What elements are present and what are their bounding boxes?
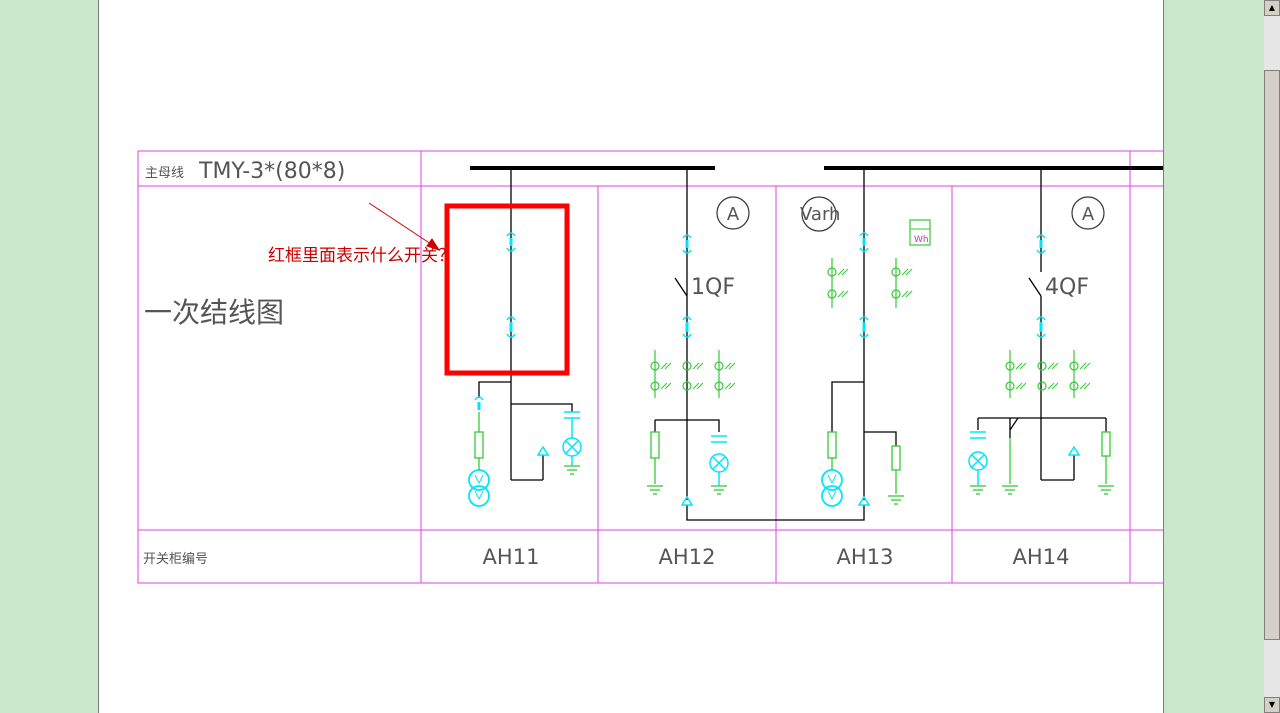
breaker-label-1qf: 1QF bbox=[691, 275, 735, 300]
busbar-spec: TMY-3*(80*8) bbox=[198, 159, 345, 184]
ammeter-icon: A bbox=[1071, 196, 1105, 230]
capacitor-lamp-icons bbox=[562, 411, 988, 486]
svg-text:Wh: Wh bbox=[914, 235, 929, 245]
breaker-switches bbox=[674, 277, 1042, 438]
withdrawable-contacts bbox=[474, 232, 1081, 506]
table-grid bbox=[137, 150, 1163, 584]
cabinet-number-2: AH12 bbox=[659, 545, 716, 569]
drawing-page: 主母线 TMY-3*(80*8) 一次结线图 开关柜编号 AH11 AH12 A… bbox=[98, 0, 1164, 713]
annotation-arrow bbox=[368, 202, 441, 251]
watthour-meter-icon: Wh bbox=[909, 219, 931, 246]
svg-text:Varh: Varh bbox=[800, 204, 840, 225]
scrollbar-thumb[interactable] bbox=[1264, 70, 1280, 640]
cabinet-label: 开关柜编号 bbox=[143, 552, 208, 567]
vertical-scrollbar[interactable]: ▲ ▼ bbox=[1264, 0, 1280, 713]
cabinet-number-4: AH14 bbox=[1013, 545, 1070, 569]
scroll-up-icon[interactable]: ▲ bbox=[1264, 0, 1280, 16]
diagram-label: 一次结线图 bbox=[144, 296, 284, 329]
annotation-question: 红框里面表示什么开关？ bbox=[268, 246, 455, 266]
highlight-box bbox=[444, 203, 570, 376]
electrical-diagram: 主母线 TMY-3*(80*8) 一次结线图 开关柜编号 AH11 AH12 A… bbox=[137, 150, 1163, 584]
fuse-icons bbox=[474, 412, 1111, 494]
cabinet-number-3: AH13 bbox=[837, 545, 894, 569]
svg-text:A: A bbox=[727, 204, 740, 225]
svg-text:A: A bbox=[1082, 204, 1095, 225]
ammeter-icon: A bbox=[716, 196, 750, 230]
voltage-transformer-icon bbox=[468, 469, 843, 507]
varhmeter-icon: Varh bbox=[800, 196, 840, 232]
busbar-label: 主母线 bbox=[145, 166, 184, 181]
current-transformer-icons bbox=[650, 258, 1079, 398]
scroll-down-icon[interactable]: ▼ bbox=[1264, 697, 1280, 713]
feeder-lines bbox=[478, 168, 1107, 521]
cabinet-number-1: AH11 bbox=[483, 545, 540, 569]
ct-hash-marks bbox=[660, 268, 1091, 390]
ground-icons bbox=[564, 438, 1114, 505]
transformer-marks bbox=[474, 474, 837, 501]
breaker-label-4qf: 4QF bbox=[1045, 275, 1089, 300]
